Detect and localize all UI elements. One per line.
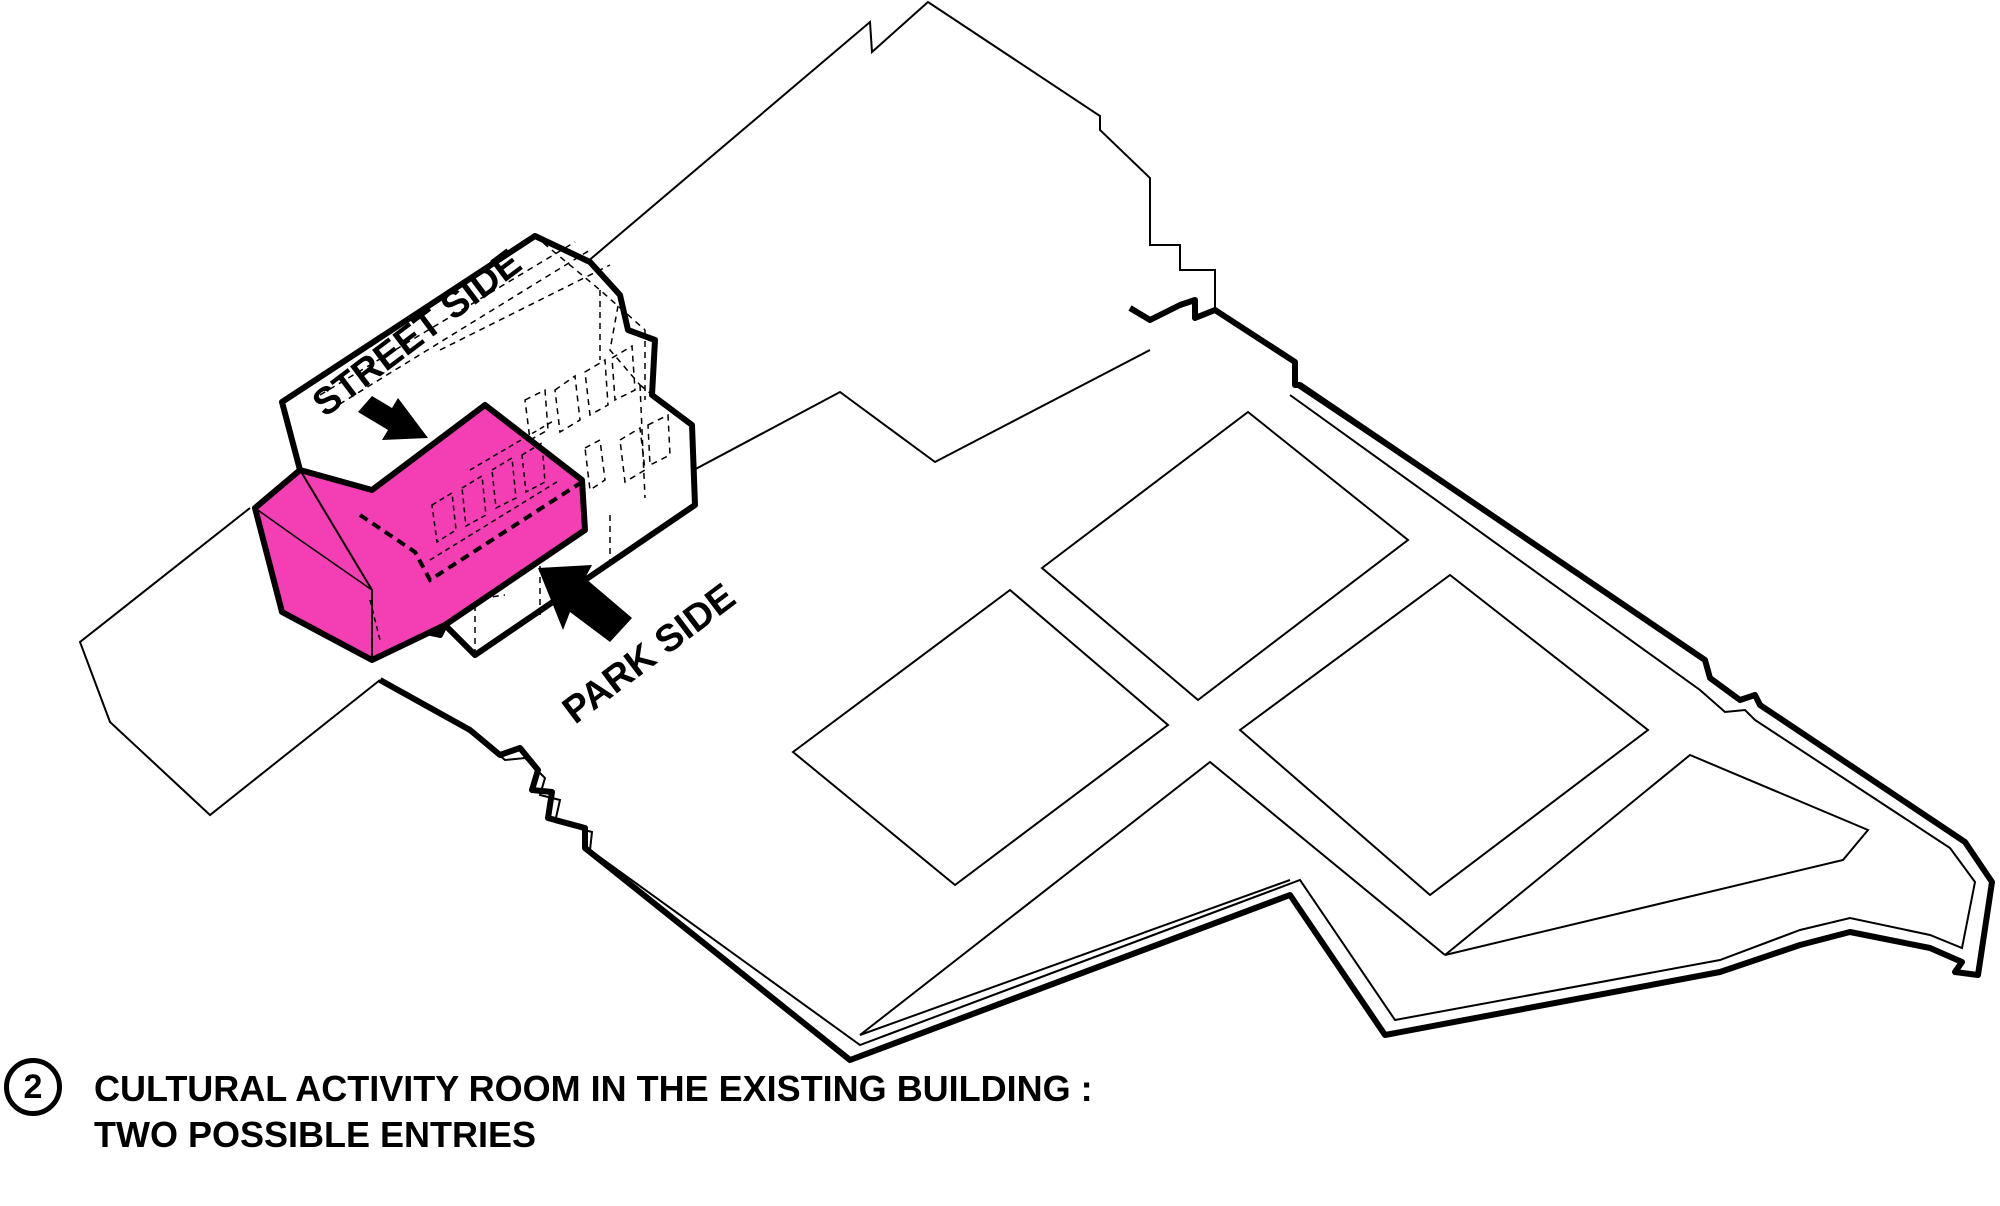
caption: 2 CULTURAL ACTIVITY ROOM IN THE EXISTING… bbox=[0, 1052, 1300, 1162]
park-path-diagonal-2 bbox=[859, 879, 1291, 1036]
lawn-strip-line bbox=[1522, 752, 1868, 862]
caption-number-badge: 2 bbox=[4, 1058, 62, 1116]
caption-line-2: TWO POSSIBLE ENTRIES bbox=[94, 1114, 537, 1155]
lawn-square-4b bbox=[1525, 752, 1868, 860]
street-side-arrow bbox=[358, 396, 428, 440]
park-inner-edge bbox=[399, 394, 1977, 1047]
park-side-arrow bbox=[538, 565, 632, 642]
east-lawn-outline bbox=[1520, 752, 1868, 860]
park-path-diagonal bbox=[859, 760, 1446, 1036]
caption-line-1: CULTURAL ACTIVITY ROOM IN THE EXISTING B… bbox=[94, 1068, 1093, 1109]
site-outline-back bbox=[579, 0, 1706, 661]
southeast-lawn bbox=[1525, 752, 1868, 860]
lawn-square-5 bbox=[1522, 752, 1868, 858]
existing-building-dashes bbox=[319, 235, 691, 655]
lawn-strip bbox=[1520, 750, 1868, 828]
plaza-inner-line bbox=[689, 349, 1151, 473]
lawn-corner bbox=[1522, 755, 1870, 830]
neighbor-block-outline bbox=[78, 507, 381, 817]
park-outline bbox=[378, 297, 1995, 1063]
east-lawn bbox=[1522, 752, 1870, 862]
room-front-face-edge bbox=[254, 469, 373, 662]
room-dashed-windows bbox=[369, 419, 561, 641]
lawn-square-2 bbox=[1040, 410, 1410, 702]
lawn-square-east bbox=[1520, 752, 1868, 860]
lawn-square-3 bbox=[1238, 573, 1650, 897]
lawn-square-1 bbox=[791, 588, 1170, 887]
room-hidden-edge bbox=[358, 478, 587, 583]
room-roof-ridge bbox=[254, 507, 373, 591]
se-lawn-drawn bbox=[1444, 753, 1870, 956]
